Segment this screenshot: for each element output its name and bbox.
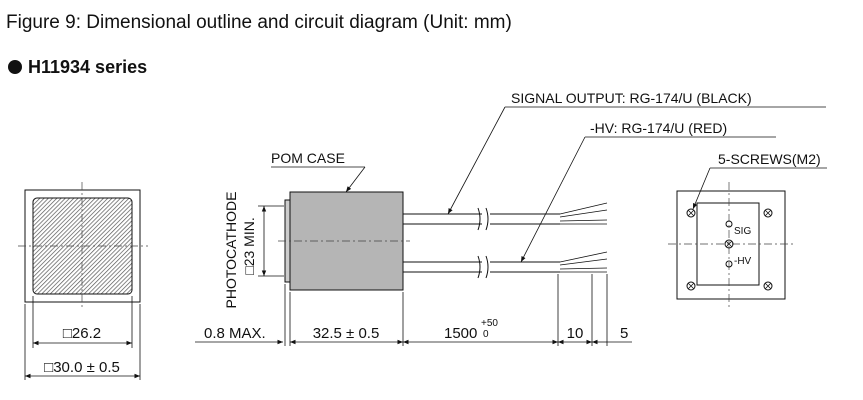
hv-cable — [403, 251, 608, 279]
screws-label: 5-SCREWS(M2) — [718, 151, 821, 167]
screw-icon — [763, 281, 773, 291]
hv-label: -HV — [734, 256, 752, 267]
sig-terminal — [725, 220, 733, 228]
front-view: □26.2 □30.0 ± 0.5 — [18, 182, 148, 380]
series-name: H11934 series — [28, 57, 148, 77]
bullet-icon — [8, 60, 22, 74]
series-heading: H11934 series — [8, 57, 147, 78]
pom-case-label: POM CASE — [271, 150, 345, 166]
window-thickness-dim: 0.8 MAX. — [204, 325, 266, 342]
rear-outer-square — [676, 190, 786, 300]
strip-b-dim: 5 — [620, 325, 628, 342]
outer-dim-label: □30.0 ± 0.5 — [44, 359, 120, 376]
photocathode-label: PHOTOCATHODE — [223, 192, 239, 309]
strip-a-dim: 10 — [567, 325, 584, 342]
cable-tol-upper: +50 — [481, 318, 498, 329]
screw-icon — [724, 239, 734, 249]
screw-icon — [686, 208, 696, 218]
side-view: PHOTOCATHODE □23 MIN. POM CASE — [195, 90, 826, 346]
screw-icon — [686, 281, 696, 291]
cable-tol-lower: 0 — [483, 329, 489, 340]
sig-label: SIG — [734, 226, 751, 237]
case-length-dim: 32.5 ± 0.5 — [313, 325, 380, 342]
signal-cable-label: SIGNAL OUTPUT: RG-174/U (BLACK) — [511, 90, 752, 106]
screw-icon — [763, 208, 773, 218]
figure-title: Figure 9: Dimensional outline and circui… — [6, 12, 512, 33]
rear-view: SIG -HV 5-SCREWS(M2) — [668, 151, 827, 308]
inner-dim-label: □26.2 — [63, 325, 101, 342]
cable-length-dim: 1500 — [444, 325, 477, 342]
hv-terminal — [725, 260, 733, 268]
hv-cable-label: -HV: RG-174/U (RED) — [590, 120, 727, 136]
photocathode-dim: □23 MIN. — [241, 217, 257, 274]
signal-cable — [403, 202, 608, 231]
